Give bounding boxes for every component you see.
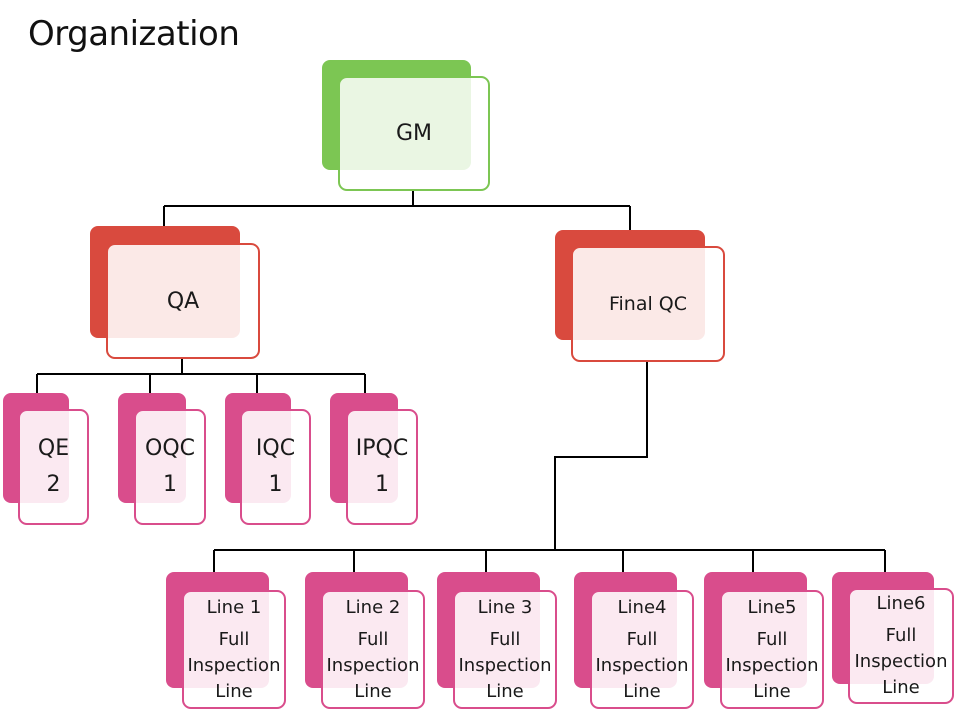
node-line-3-desc3: Line (486, 680, 524, 702)
node-ipqc-count: 1 (375, 472, 389, 497)
node-line-6-desc2: Inspection (854, 651, 948, 672)
node-line-2-desc1: Full (357, 628, 389, 650)
node-line-5-box: Line5 Full Inspection Line (720, 590, 824, 709)
node-final-qc-box: Final QC (571, 246, 725, 362)
node-qa: QA (90, 226, 261, 360)
node-ipqc-box: IPQC 1 (346, 409, 418, 525)
node-line-4-name: Line4 (617, 596, 667, 618)
node-line-4: Line4 Full Inspection Line (574, 572, 695, 710)
node-final-qc-label: Final QC (608, 293, 688, 315)
node-line-5-name: Line5 (747, 596, 797, 618)
node-ipqc-label: IPQC (355, 436, 409, 461)
node-line-3-box: Line 3 Full Inspection Line (453, 590, 557, 709)
connector-qa (36, 359, 366, 393)
node-line-1-box: Line 1 Full Inspection Line (182, 590, 286, 709)
node-qe-label: QE (37, 436, 70, 461)
node-line-5-desc2: Inspection (725, 654, 819, 676)
node-line-3-name: Line 3 (477, 596, 533, 618)
node-line-2-desc3: Line (354, 680, 392, 702)
node-gm-label: GM (395, 121, 433, 146)
node-line-5: Line5 Full Inspection Line (704, 572, 825, 710)
connector-final-qc (213, 362, 886, 572)
node-qe-count: 2 (46, 472, 61, 497)
node-qa-label: QA (166, 288, 200, 314)
node-iqc-count: 1 (268, 472, 283, 497)
node-line-2: Line 2 Full Inspection Line (305, 572, 426, 710)
node-oqc: OQC 1 (118, 393, 206, 525)
node-final-qc: Final QC (555, 230, 726, 363)
node-oqc-count: 1 (163, 472, 177, 497)
node-line-1-desc2: Inspection (187, 654, 281, 676)
node-line-2-box: Line 2 Full Inspection Line (321, 590, 425, 709)
node-line-4-box: Line4 Full Inspection Line (590, 590, 694, 709)
node-line-3-desc1: Full (489, 628, 521, 650)
node-line-1-desc3: Line (215, 680, 253, 702)
node-line-3-desc2: Inspection (458, 654, 552, 676)
node-gm-box: GM (338, 76, 490, 191)
node-line-1-desc1: Full (218, 628, 250, 650)
node-qe: QE 2 (3, 393, 89, 525)
node-line-4-desc3: Line (623, 680, 661, 702)
node-line-2-desc2: Inspection (326, 654, 420, 676)
page-title: Organization (28, 14, 240, 54)
node-line-5-desc1: Full (756, 628, 788, 650)
node-line-4-desc2: Inspection (595, 654, 689, 676)
node-line-3: Line 3 Full Inspection Line (437, 572, 558, 710)
node-line-1: Line 1 Full Inspection Line (166, 572, 287, 710)
node-gm: GM (322, 60, 492, 192)
node-qa-box: QA (106, 243, 260, 359)
connector-gm (163, 191, 631, 230)
node-line-2-name: Line 2 (345, 596, 401, 618)
node-oqc-label: OQC (145, 436, 195, 461)
node-line-6-desc1: Full (885, 625, 917, 646)
node-line-6-name: Line6 (876, 593, 926, 614)
node-line-1-name: Line 1 (206, 596, 262, 618)
node-line-4-desc1: Full (626, 628, 658, 650)
node-oqc-box: OQC 1 (134, 409, 206, 525)
node-line-6-box: Line6 Full Inspection Line (848, 588, 954, 704)
node-line-6-desc3: Line (882, 677, 920, 698)
node-qe-box: QE 2 (18, 409, 89, 525)
node-iqc: IQC 1 (225, 393, 311, 525)
node-iqc-box: IQC 1 (240, 409, 311, 525)
node-iqc-label: IQC (255, 436, 296, 461)
node-ipqc: IPQC 1 (330, 393, 418, 525)
node-line-5-desc3: Line (753, 680, 791, 702)
node-line-6: Line6 Full Inspection Line (832, 572, 954, 704)
